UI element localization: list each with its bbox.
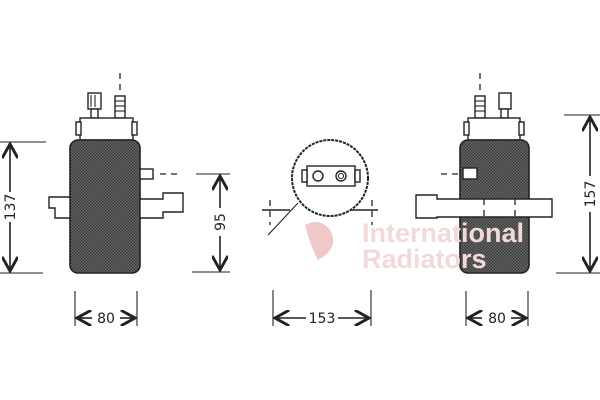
drier-body xyxy=(69,139,141,274)
bracket-right xyxy=(139,192,184,219)
valve-fitting xyxy=(498,92,512,110)
watermark-logo xyxy=(305,221,334,260)
cap xyxy=(467,117,521,141)
bracket xyxy=(415,194,553,219)
hose-fitting xyxy=(114,95,126,119)
bracket-left xyxy=(48,196,71,219)
hose-fitting xyxy=(474,95,486,119)
watermark-text-line1: International xyxy=(362,218,524,248)
dimension-width-right: 80 xyxy=(488,311,506,327)
cap xyxy=(79,117,134,141)
dimension-width-middle: 153 xyxy=(309,311,336,327)
dimension-offset-left: 95 xyxy=(213,213,229,231)
left-drier-view: 137 95 80 xyxy=(0,73,230,327)
side-port xyxy=(462,167,478,180)
dimension-height-left: 137 xyxy=(3,194,19,221)
watermark: International Radiators xyxy=(305,218,524,274)
dimension-height-right: 157 xyxy=(583,181,599,208)
right-drier-view: 157 80 xyxy=(415,73,600,327)
watermark-text-line2: Radiators xyxy=(362,244,487,274)
side-port xyxy=(139,168,154,180)
dimension-width-left: 80 xyxy=(97,311,115,327)
top-view: 153 xyxy=(262,139,378,327)
